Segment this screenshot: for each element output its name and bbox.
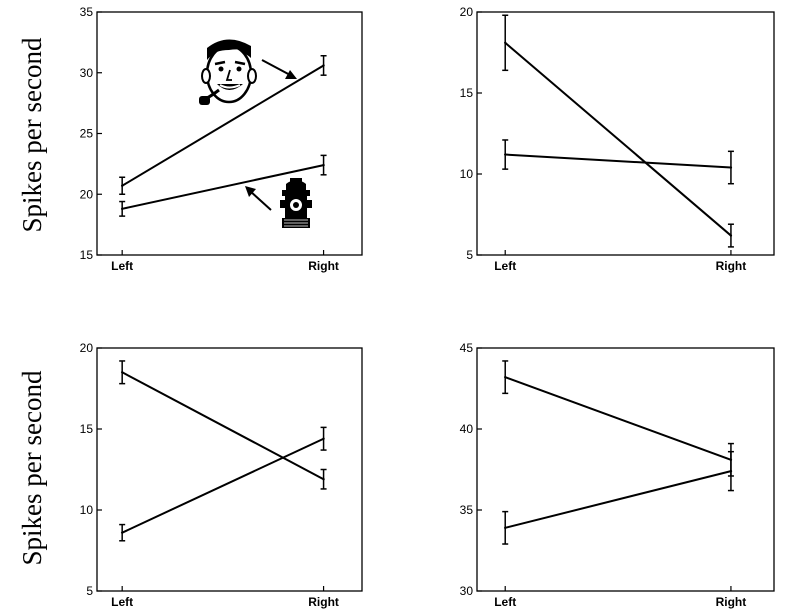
error-bar (727, 150, 734, 185)
y-tick-label: 20 (80, 341, 94, 355)
error-bar (727, 450, 734, 492)
y-tick-label: 35 (80, 5, 94, 19)
x-tick-label-right: Right (308, 595, 339, 609)
y-tick-label: 20 (460, 5, 474, 19)
data-point (504, 153, 507, 156)
data-point (504, 41, 507, 44)
error-bar (119, 176, 126, 195)
series-line-1 (504, 376, 732, 461)
error-bar (119, 200, 126, 217)
data-point (322, 163, 325, 167)
y-tick-label: 40 (460, 422, 474, 436)
error-bar (119, 360, 126, 385)
plot-frame (96, 347, 363, 592)
error-bar (502, 139, 509, 170)
data-point (729, 469, 733, 473)
data-point (120, 371, 124, 374)
series-line-2 (505, 153, 731, 169)
error-bar (320, 54, 327, 76)
data-point (504, 526, 507, 530)
error-bar (320, 154, 327, 176)
y-tick-label: 30 (80, 66, 94, 80)
y-tick-label: 25 (80, 127, 94, 141)
error-bar (502, 360, 509, 395)
y-tick-label: 35 (460, 503, 474, 517)
data-point (120, 207, 124, 211)
y-tick-label: 30 (460, 584, 474, 598)
y-tick-label: 5 (86, 584, 93, 598)
error-bar (320, 426, 327, 451)
series-line-2 (121, 437, 324, 534)
data-point (322, 437, 325, 440)
x-tick-label-right: Right (716, 595, 747, 609)
y-tick-label: 10 (460, 167, 474, 181)
y-tick-label: 5 (466, 248, 473, 262)
x-tick-label-left: Left (494, 259, 516, 273)
y-tick-label: 15 (80, 422, 94, 436)
y-tick-label: 15 (80, 248, 94, 262)
error-bar (727, 223, 734, 248)
x-tick-label-right: Right (716, 259, 747, 273)
y-tick-label: 15 (460, 86, 474, 100)
error-bar (320, 468, 327, 490)
data-point (322, 478, 325, 481)
data-point (120, 184, 124, 187)
data-point (729, 234, 733, 237)
series-line-1 (121, 64, 325, 187)
series-line-2 (121, 164, 324, 210)
error-bar (502, 510, 509, 545)
data-point (322, 64, 325, 67)
series-line-1 (504, 42, 732, 237)
error-bar (119, 523, 126, 542)
x-tick-label-right: Right (308, 259, 339, 273)
data-point (729, 166, 733, 169)
error-bar (502, 14, 509, 72)
plot-frame (476, 347, 775, 592)
x-tick-label-left: Left (494, 595, 516, 609)
y-tick-label: 10 (80, 503, 94, 517)
x-tick-label-left: Left (111, 259, 133, 273)
y-tick-label: 20 (80, 187, 94, 201)
series-line-2 (504, 470, 732, 529)
plot-frame (96, 11, 363, 256)
plot-frame (476, 11, 775, 256)
data-point (120, 531, 124, 534)
y-tick-label: 45 (460, 341, 474, 355)
series-line-1 (121, 371, 325, 481)
data-point (504, 375, 507, 379)
x-tick-label-left: Left (111, 595, 133, 609)
